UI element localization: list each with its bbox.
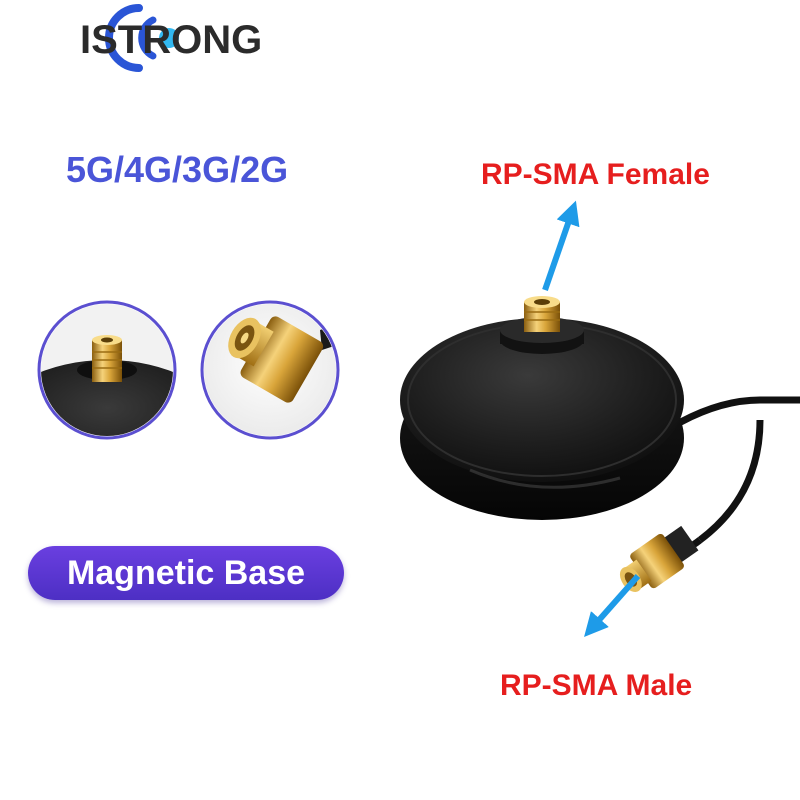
connector-female-label: RP-SMA Female	[481, 158, 710, 191]
brand-logo-icon	[105, 4, 179, 72]
connector-male-label: RP-SMA Male	[500, 669, 693, 702]
arrow-down-icon	[584, 574, 641, 637]
magnetic-base-label: Magnetic Base	[66, 554, 306, 592]
network-label: 5G/4G/3G/2G	[66, 149, 289, 190]
closeup-male-connector	[200, 300, 340, 440]
magnetic-base-product	[400, 296, 684, 520]
male-connector-product	[619, 525, 699, 592]
closeup-female-connector	[37, 300, 177, 440]
arrow-up-icon	[542, 200, 580, 291]
magnetic-base-badge: Magnetic Base	[28, 546, 344, 600]
brand-name: ISTRONG	[80, 18, 263, 62]
